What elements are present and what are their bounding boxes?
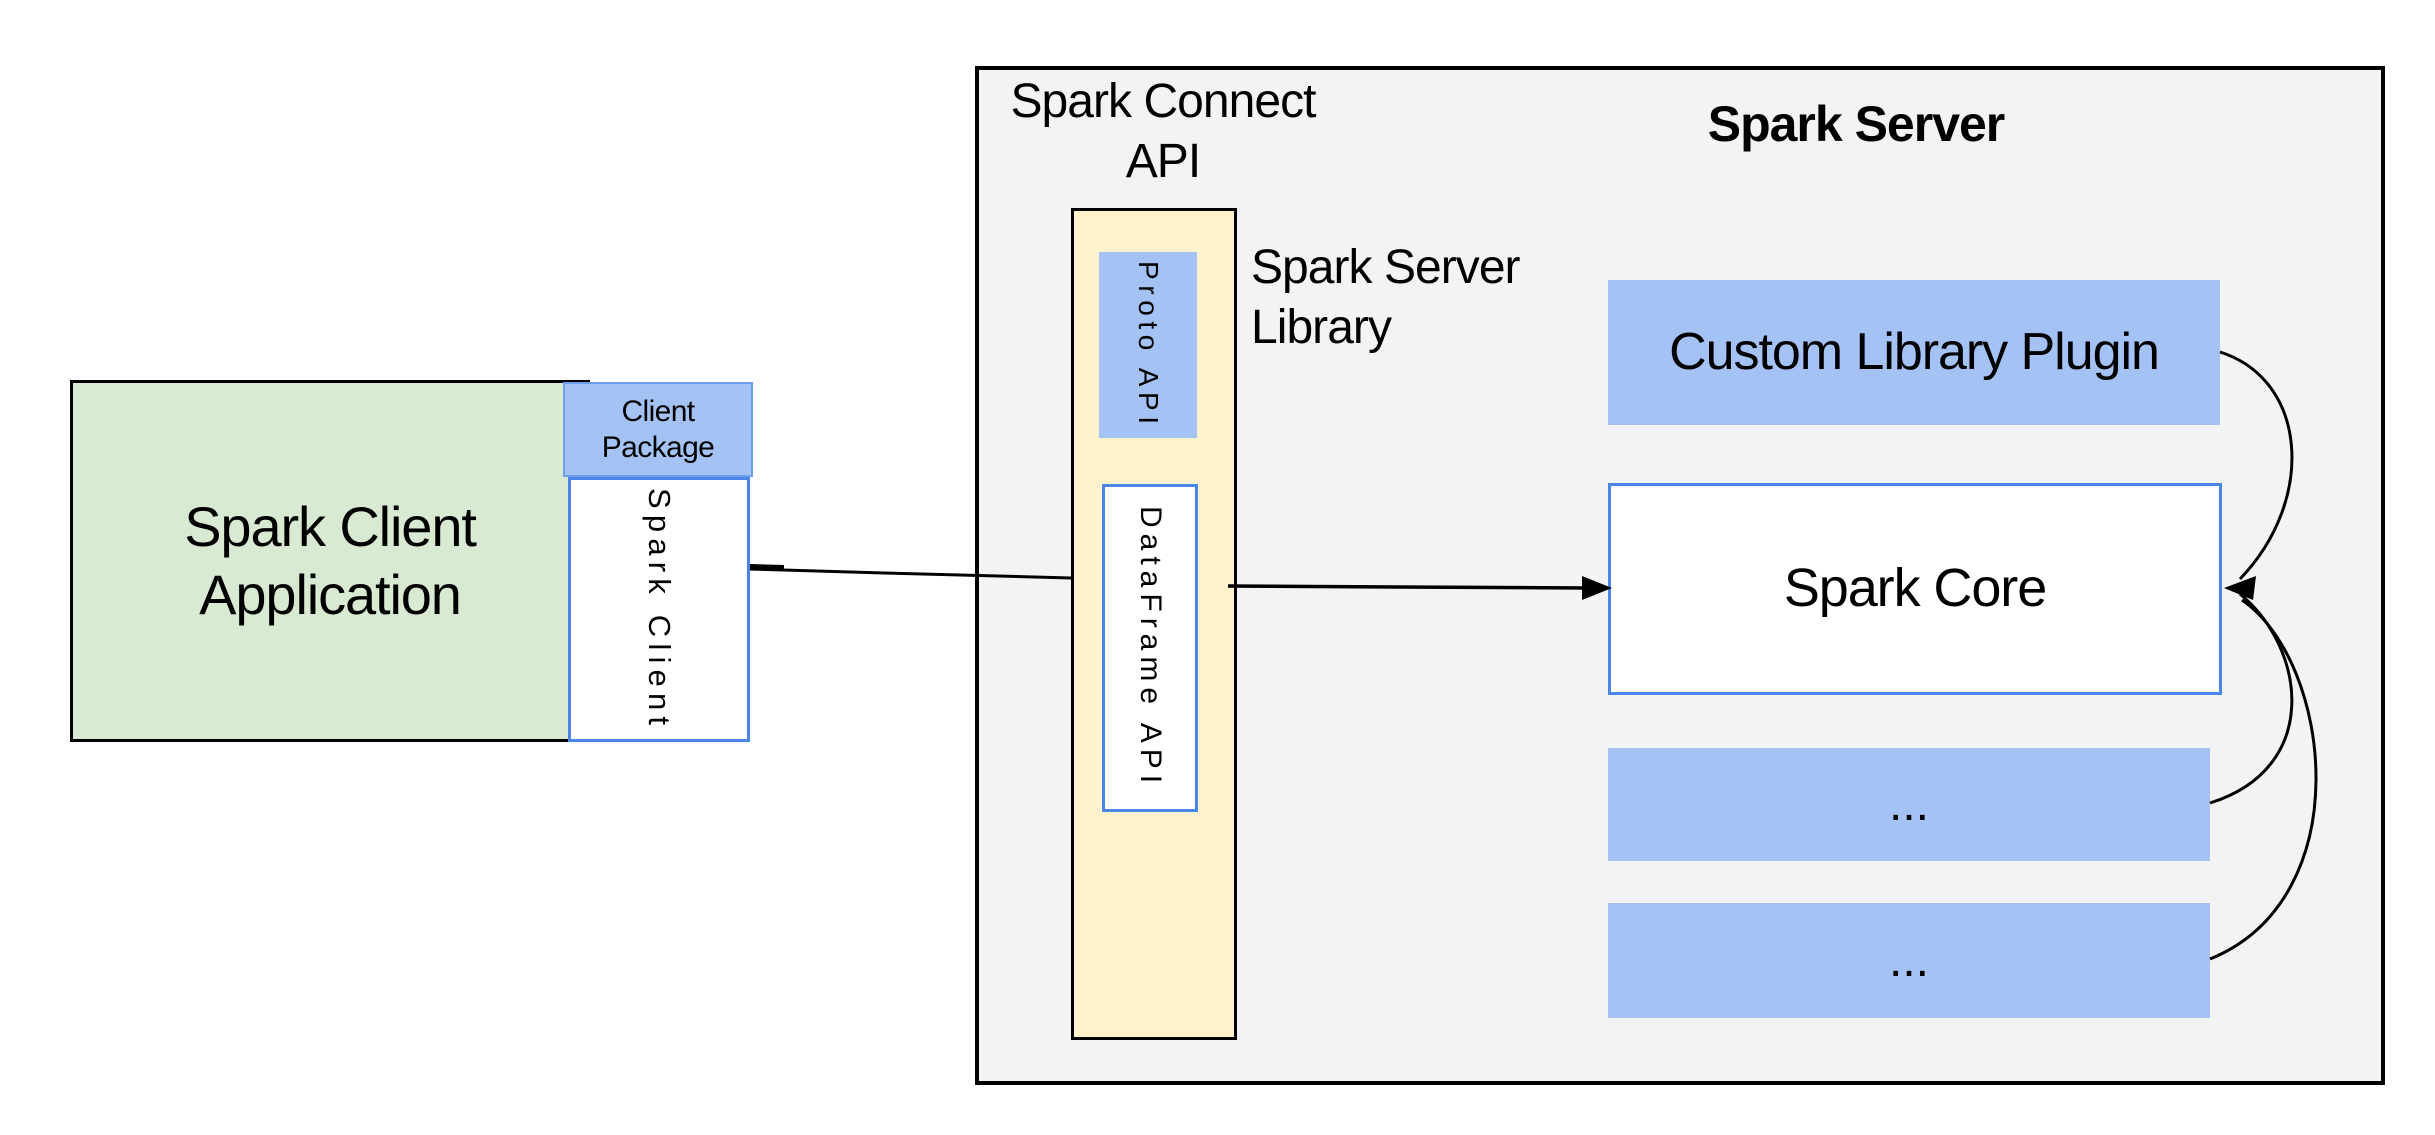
plugin-placeholder-label-2: ... (1888, 934, 1929, 987)
custom-library-plugin-box: Custom Library Plugin (1608, 280, 2220, 425)
arrow-client-to-connect-stub (749, 564, 785, 571)
spark-core-label: Spark Core (1783, 558, 2047, 619)
spark-client-application-label-line2: Application (199, 563, 462, 626)
dataframe-api-label: DataFrame API (1134, 506, 1167, 790)
client-package-box: Client Package (563, 382, 753, 477)
spark-client-application-label-line1: Spark Client (184, 495, 477, 558)
spark-server-library-label-line2: Library (1251, 301, 1392, 354)
client-package-label-line1: Client (621, 394, 695, 428)
spark-connect-api-title-line1: Spark Connect (1010, 75, 1316, 128)
plugin-placeholder-label-1: ... (1888, 778, 1929, 831)
spark-server-library-label-line1: Spark Server (1251, 241, 1521, 294)
spark-client-box: Spark Client (568, 477, 750, 742)
spark-server-library-label: Spark Server Library (1251, 238, 1611, 358)
dataframe-api-box: DataFrame API (1102, 484, 1198, 812)
spark-client-label: Spark Client (642, 487, 677, 732)
spark-core-box: Spark Core (1608, 483, 2222, 695)
client-package-label-line2: Package (601, 430, 715, 464)
custom-library-plugin-label: Custom Library Plugin (1669, 322, 2160, 381)
spark-connect-api-title: Spark Connect API (1003, 72, 1323, 192)
spark-client-application-label: Spark Client Application (70, 380, 590, 742)
spark-client-application-box (70, 380, 590, 742)
spark-connect-api-title-line2: API (1125, 135, 1201, 188)
proto-api-box: Proto API (1099, 252, 1197, 438)
plugin-placeholder-box-2: ... (1608, 903, 2210, 1018)
plugin-placeholder-box-1: ... (1608, 748, 2210, 861)
spark-server-title: Spark Server (1707, 96, 2006, 152)
proto-api-label: Proto API (1133, 260, 1164, 430)
